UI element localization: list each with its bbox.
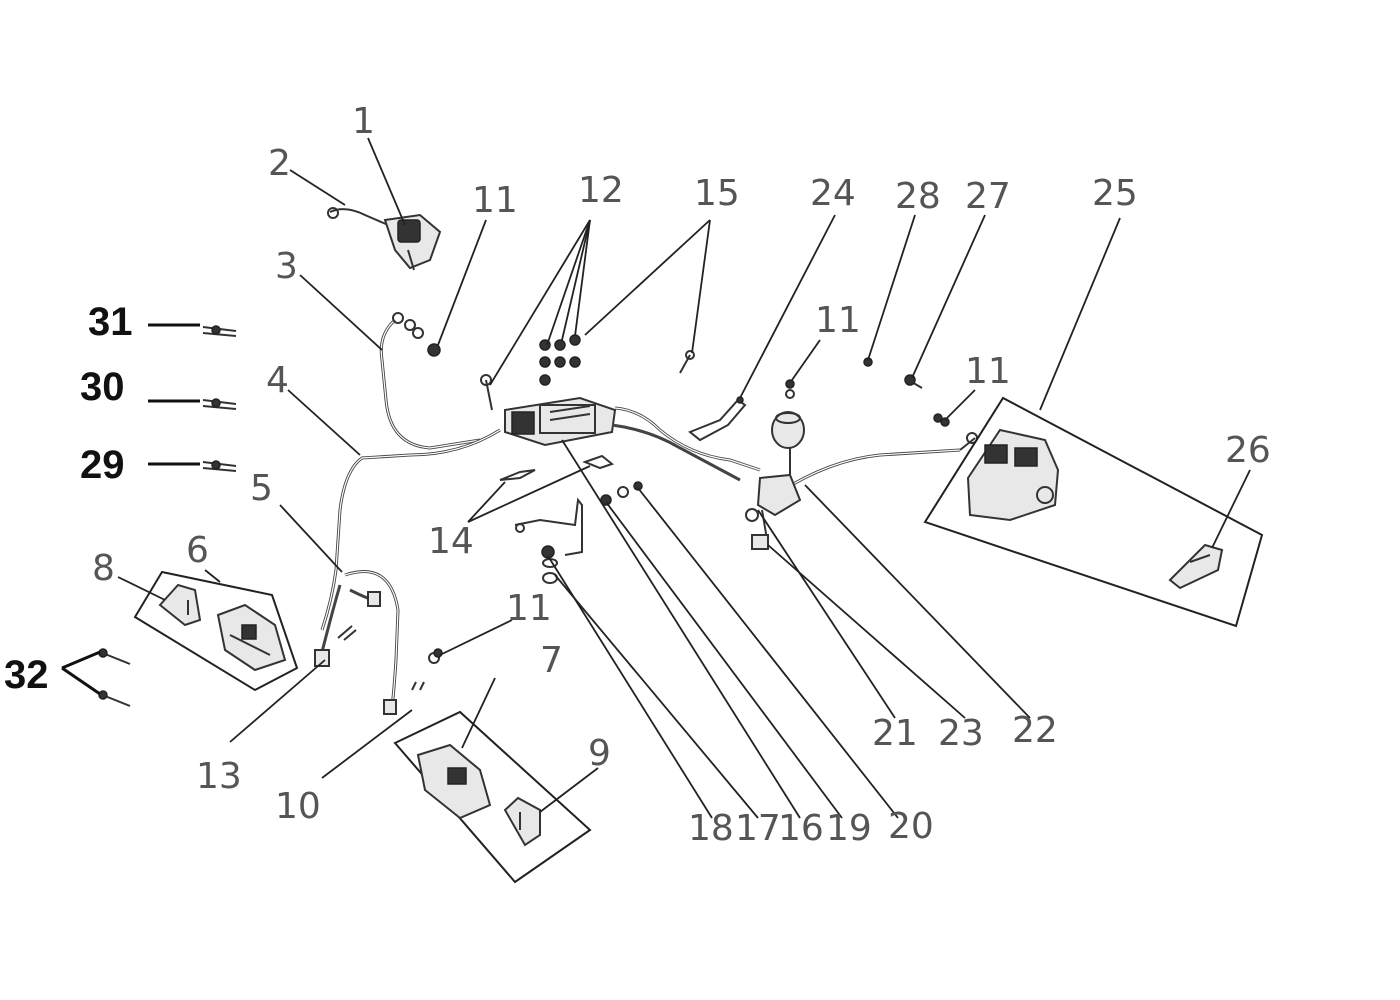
- rear-master-cylinder: [745, 379, 805, 550]
- banjo-bolt-upper: [427, 343, 441, 357]
- callout-29: 29: [80, 443, 125, 487]
- callout-7: 7: [540, 640, 563, 681]
- front-left-caliper-group: [133, 570, 299, 692]
- callout-30: 30: [80, 365, 125, 409]
- callout-6: 6: [186, 530, 209, 571]
- small-fittings-lower: [411, 648, 443, 691]
- callout-21: 21: [872, 713, 918, 754]
- pins-32: [98, 648, 131, 707]
- callout-28: 28: [895, 176, 941, 217]
- bolts-29-31: [202, 325, 237, 472]
- callout-labels: 1 2 3 4 5 6 7 8 9 10 11 11 11 11 12 13 1…: [4, 101, 1271, 849]
- callout-8: 8: [92, 548, 115, 589]
- callout-23: 23: [938, 713, 984, 754]
- callout-9: 9: [588, 733, 611, 774]
- callout-18: 18: [688, 808, 734, 849]
- callout-11-lower: 11: [506, 588, 552, 629]
- callout-10: 10: [275, 786, 321, 827]
- front-master-cylinder: [327, 207, 442, 271]
- small-fittings-right: [863, 357, 950, 427]
- abs-distribution-block: [480, 334, 695, 447]
- rear-caliper-group: [923, 396, 1264, 628]
- callout-5: 5: [250, 468, 273, 509]
- callout-26: 26: [1225, 430, 1271, 471]
- hose-bracket: [688, 396, 747, 442]
- callout-4: 4: [266, 360, 289, 401]
- front-caliper-hoses: [314, 570, 400, 715]
- washers-and-nuts: [541, 481, 643, 584]
- mounting-brackets: [499, 454, 615, 556]
- callout-24: 24: [810, 173, 856, 214]
- callout-11-right: 11: [965, 351, 1011, 392]
- callout-19: 19: [826, 808, 872, 849]
- callout-32: 32: [4, 653, 49, 697]
- callout-13: 13: [196, 756, 242, 797]
- callout-17: 17: [735, 808, 781, 849]
- callout-14: 14: [428, 521, 474, 562]
- leader-lines: [117, 137, 1251, 819]
- callout-15: 15: [694, 173, 740, 214]
- callout-25: 25: [1092, 173, 1138, 214]
- callout-22: 22: [1012, 710, 1058, 751]
- upper-brake-hose: [379, 312, 481, 450]
- callout-1: 1: [352, 101, 375, 142]
- bold-leader-lines: [61, 323, 200, 696]
- callout-16: 16: [778, 808, 824, 849]
- callout-27: 27: [965, 176, 1011, 217]
- callout-11-center: 11: [815, 300, 861, 341]
- callout-31: 31: [88, 300, 133, 344]
- main-brake-hose: [320, 428, 501, 631]
- callout-20: 20: [888, 806, 934, 847]
- front-right-caliper-group: [393, 710, 592, 884]
- callout-12: 12: [578, 170, 624, 211]
- callout-2: 2: [268, 143, 291, 184]
- callout-3: 3: [275, 246, 298, 287]
- callout-11-upper: 11: [472, 180, 518, 221]
